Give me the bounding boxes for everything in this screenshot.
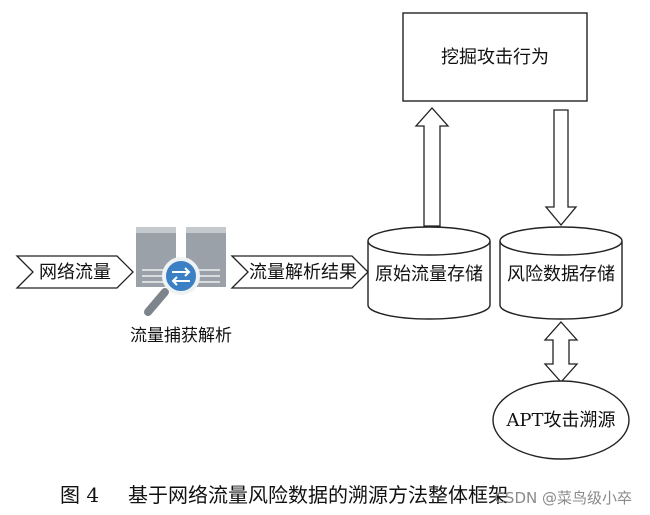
raw-traffic-storage: 原始流量存储	[367, 226, 491, 320]
parse-result-arrow: 流量解析结果	[230, 255, 369, 289]
figure-number: 图 4	[60, 483, 99, 507]
network-traffic-label: 网络流量	[39, 262, 111, 283]
apt-label: APT攻击溯源	[505, 410, 615, 431]
risk-data-storage: 风险数据存储	[499, 226, 623, 320]
traffic-capture-label: 流量捕获解析	[130, 326, 232, 346]
attack-behavior-label: 挖掘攻击行为	[441, 47, 549, 68]
risk-storage-label: 风险数据存储	[507, 264, 615, 285]
down-arrow	[544, 109, 578, 227]
watermark: CSDN @菜鸟级小卒	[494, 489, 632, 507]
bidirectional-arrow	[543, 321, 579, 383]
raw-storage-label: 原始流量存储	[375, 264, 483, 285]
parse-result-label: 流量解析结果	[249, 262, 357, 283]
traffic-capture-icon	[136, 227, 226, 316]
up-arrow	[414, 107, 450, 227]
network-traffic-arrow: 网络流量	[15, 255, 134, 289]
apt-tracing-node: APT攻击溯源	[492, 380, 630, 460]
attack-behavior-box: 挖掘攻击行为	[402, 12, 588, 102]
figure-title: 基于网络流量风险数据的溯源方法整体框架	[128, 483, 508, 507]
